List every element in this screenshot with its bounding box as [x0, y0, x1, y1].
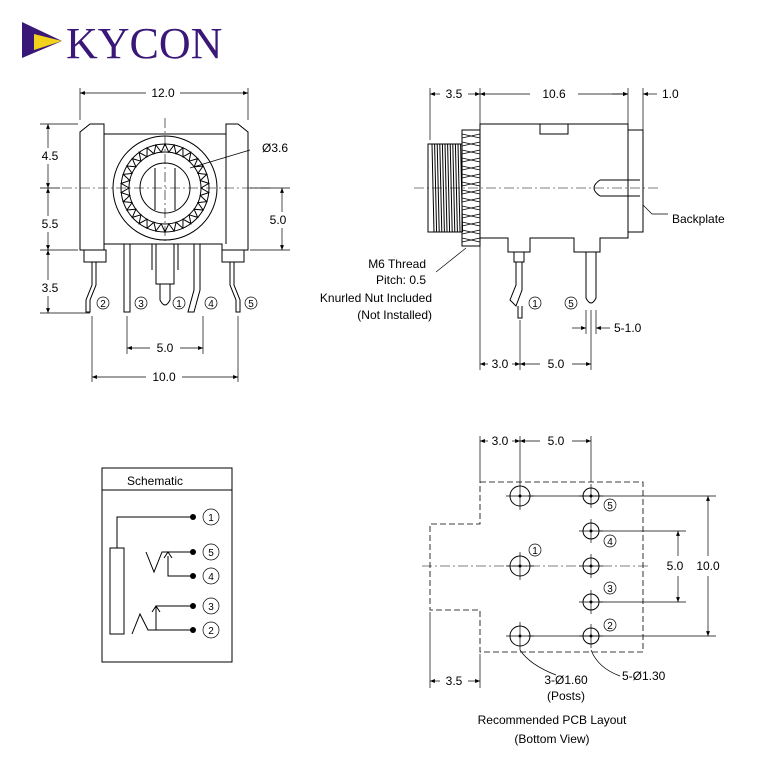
schematic-pin-1: 1	[208, 513, 214, 524]
knurl-line	[461, 205, 481, 211]
pcb-top-b-dim: 5.0	[548, 434, 565, 448]
knurl-line	[461, 181, 481, 187]
knurl-line	[461, 221, 481, 227]
pcb-pin-2: 2	[607, 621, 613, 632]
schematic-pin-4: 4	[208, 572, 214, 583]
side-offset-b-dim: 5.0	[548, 357, 565, 371]
logo-triangle-yellow	[34, 34, 62, 50]
front-dim-left-lower: 3.5	[42, 281, 59, 295]
side-pin-dia-dim: 5-1.0	[614, 321, 642, 335]
knurl-line	[461, 229, 481, 235]
front-pin-3: 3	[138, 299, 144, 310]
side-offset-a-dim: 3.0	[492, 357, 509, 371]
side-thread-label: M6 Thread	[368, 257, 426, 271]
side-nut-note: (Not Installed)	[357, 308, 432, 322]
side-backplate-label: Backplate	[672, 212, 725, 226]
knurl-line	[461, 197, 481, 203]
knurl-line	[461, 141, 481, 147]
pcb-right-outer-dim: 10.0	[696, 559, 720, 573]
front-pin-span-dim: 5.0	[157, 341, 174, 355]
pcb-holes-label: 5-Ø1.30	[622, 669, 666, 683]
schematic: Schematic 1 5 4 3 2	[101, 467, 233, 663]
knurl-line	[461, 173, 481, 179]
front-pin-4: 4	[208, 299, 214, 310]
thread-line	[441, 143, 445, 233]
pcb-pin-5: 5	[607, 501, 613, 512]
pcb-layout-subtitle: (Bottom View)	[514, 732, 589, 746]
front-hole-dia-dim: Ø3.6	[262, 141, 288, 155]
pcb-layout-title: Recommended PCB Layout	[478, 713, 627, 727]
knurl-line	[461, 189, 481, 195]
front-pin-2: 2	[100, 299, 106, 310]
pcb-pin-3: 3	[607, 584, 613, 595]
knurl-line	[461, 149, 481, 155]
side-body-len-dim: 10.6	[542, 87, 566, 101]
knurl-line	[461, 237, 481, 243]
side-pin-5: 5	[568, 299, 574, 310]
front-dim-left-middle: 5.5	[42, 217, 59, 231]
knurl-line	[461, 165, 481, 171]
pcb-posts-dia-label: 3-Ø1.60	[544, 673, 588, 687]
front-width-bottom-dim: 10.0	[152, 370, 176, 384]
front-pin-5: 5	[248, 299, 254, 310]
side-view: 3.5 10.6 1.0 1 5 5-1.0	[320, 87, 725, 371]
knurl-line	[461, 133, 481, 139]
front-pin-1: 1	[176, 299, 182, 310]
pcb-top-a-dim: 3.0	[492, 434, 509, 448]
schematic-pin-3: 3	[208, 602, 214, 613]
schematic-title: Schematic	[127, 474, 183, 488]
pcb-pin-4: 4	[607, 537, 613, 548]
pcb-left-bottom-dim: 3.5	[446, 674, 463, 688]
pcb-layout: 3.0 5.0 5 4 1 3 2 5.0 10.0	[422, 434, 720, 746]
front-dim-left-upper: 4.5	[42, 149, 59, 163]
front-view: 12.0 4.5 5.5 3.5 Ø3.6	[40, 86, 290, 384]
front-dim-right: 5.0	[270, 213, 287, 227]
side-nut-label: Knurled Nut Included	[320, 291, 432, 305]
knurl-line	[461, 157, 481, 163]
knurl-line	[461, 213, 481, 219]
front-width-top-dim: 12.0	[151, 86, 175, 100]
thread-line	[447, 143, 451, 233]
pcb-right-inner-dim: 5.0	[667, 559, 684, 573]
side-pin-1: 1	[532, 299, 538, 310]
side-pitch-label: Pitch: 0.5	[376, 273, 426, 287]
side-backplate-dim: 1.0	[662, 87, 679, 101]
kycon-logo: KYCON	[22, 19, 222, 68]
brand-name: KYCON	[66, 19, 222, 68]
side-thread-len-dim: 3.5	[446, 87, 463, 101]
schematic-pin-2: 2	[208, 626, 214, 637]
pcb-pin-1: 1	[532, 546, 538, 557]
pcb-posts-label: (Posts)	[547, 689, 585, 703]
schematic-pin-5: 5	[208, 548, 214, 559]
